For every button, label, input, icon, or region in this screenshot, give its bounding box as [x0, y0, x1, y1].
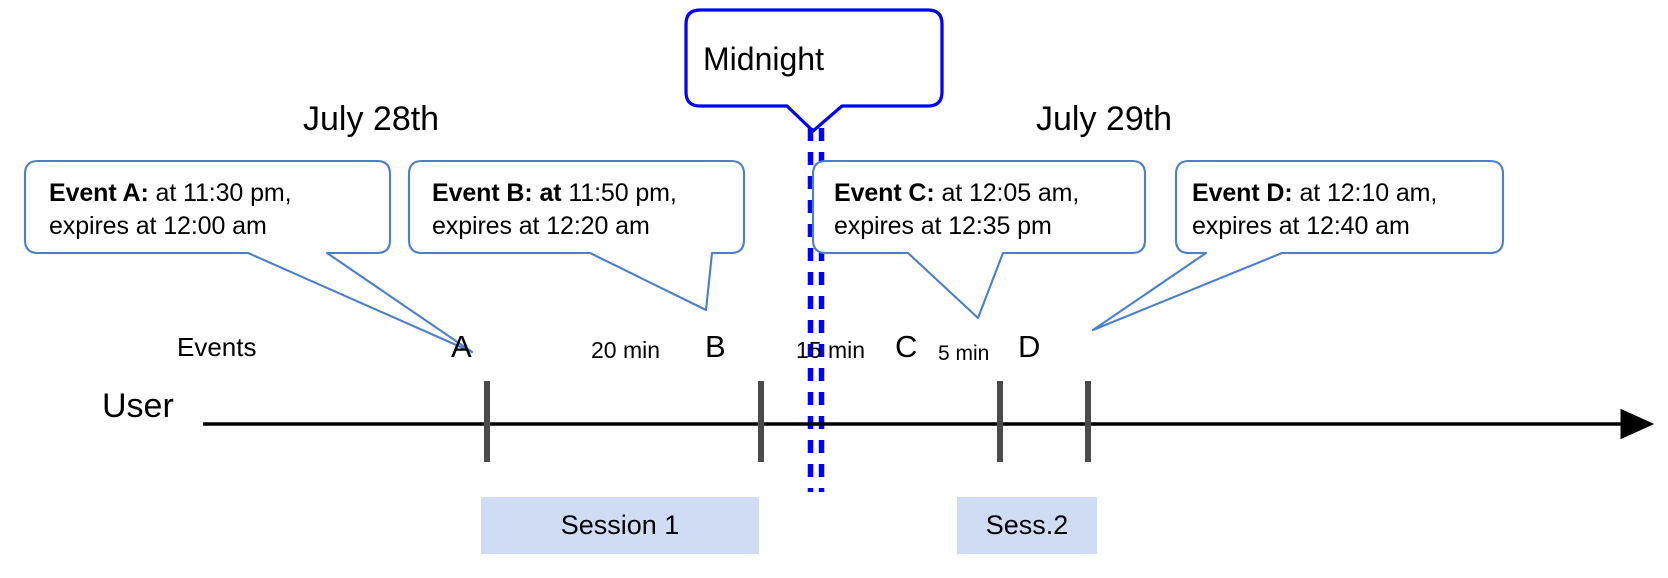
session-2-label: Sess.2 — [985, 510, 1069, 540]
tick-letter-d: D — [1018, 329, 1041, 364]
interval-label-cd: 5 min — [938, 342, 990, 365]
axis-row-label-user: User — [102, 387, 174, 425]
tick-letter-a: A — [451, 329, 472, 364]
event-d-line2: expires at 12:40 am — [1192, 212, 1410, 240]
event-d-line1-rest: at 12:10 am, — [1292, 179, 1438, 207]
day-label-july-29: July 29th — [1036, 100, 1173, 138]
interval-label-ab: 20 min — [591, 337, 661, 363]
event-a-callout-text: Event A: at 11:30 pm, expires at 12:00 a… — [49, 177, 292, 243]
event-c-lead: Event C: — [834, 179, 935, 207]
interval-label-bc: 15 min — [796, 337, 866, 363]
midnight-label: Midnight — [703, 41, 824, 77]
event-c-line1-rest: at 12:05 am, — [934, 179, 1080, 207]
session-1-box: Session 1 — [481, 497, 759, 554]
axis-row-label-events: Events — [177, 332, 257, 362]
session-2-box: Sess.2 — [957, 497, 1097, 554]
event-c-callout-text: Event C: at 12:05 am, expires at 12:35 p… — [834, 177, 1079, 243]
event-a-line1-rest: at 11:30 pm, — [148, 179, 292, 207]
event-a-line2: expires at 12:00 am — [49, 212, 267, 240]
event-b-line1-rest: 11:50 pm, — [561, 179, 677, 207]
event-a-lead: Event A: — [49, 179, 149, 207]
event-b-lead: Event B: at — [432, 179, 562, 207]
session-1-label: Session 1 — [560, 510, 680, 540]
tick-letter-c: C — [895, 329, 918, 364]
event-d-callout-text: Event D: at 12:10 am, expires at 12:40 a… — [1192, 177, 1437, 243]
event-b-callout-text: Event B: at 11:50 pm, expires at 12:20 a… — [432, 177, 677, 243]
event-d-lead: Event D: — [1192, 179, 1293, 207]
event-b-line2: expires at 12:20 am — [432, 212, 650, 240]
event-c-line2: expires at 12:35 pm — [834, 212, 1052, 240]
day-label-july-28: July 28th — [303, 100, 440, 138]
tick-letter-b: B — [705, 329, 726, 364]
